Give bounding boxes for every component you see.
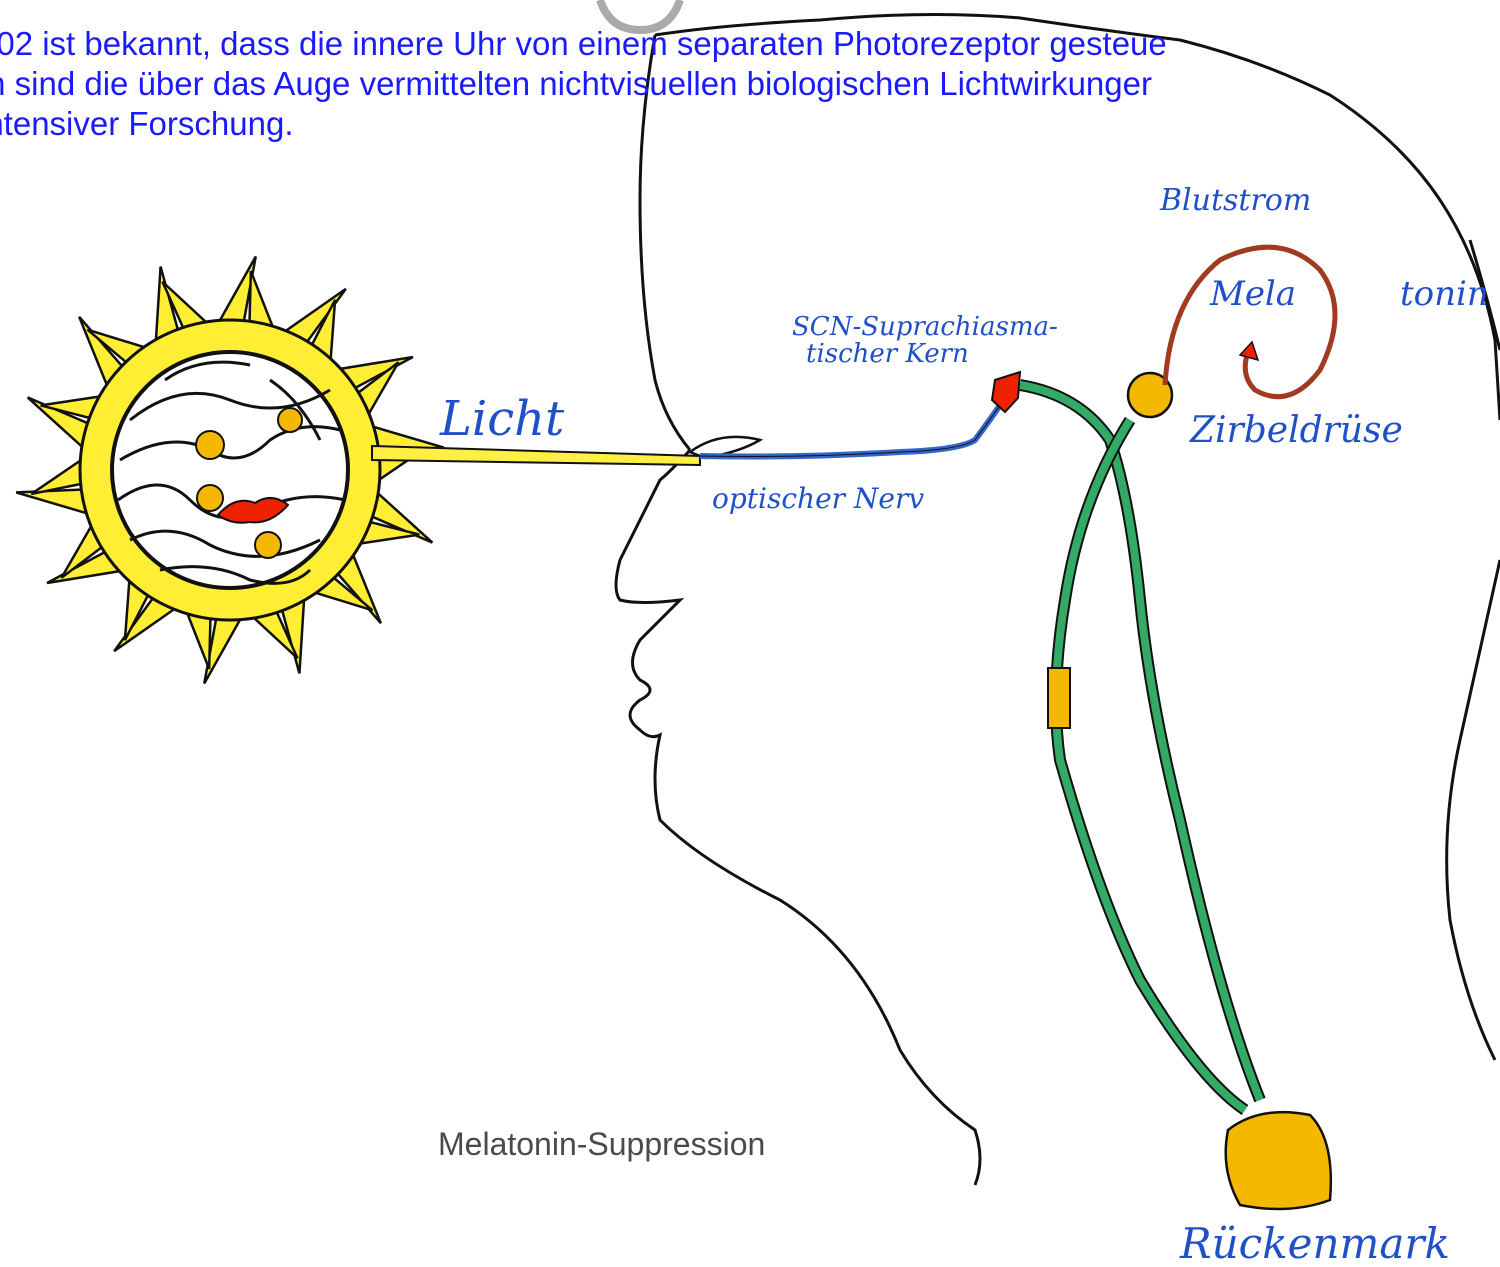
label-zirbeldruese: Zirbeldrüse: [1189, 410, 1403, 451]
face-profile: [616, 450, 980, 1185]
diagram-caption: Melatonin-Suppression: [438, 1126, 765, 1163]
label-rueckenmark: Rückenmark: [1179, 1219, 1450, 1267]
neck-outline: [1447, 560, 1500, 1060]
sun-ray: [31, 457, 85, 494]
sun: [16, 257, 444, 684]
label-blutstrom: Blutstrom: [1159, 183, 1311, 218]
nerve-fibers: [1020, 385, 1260, 1110]
label-scn-1: SCN-Suprachiasma-: [792, 312, 1058, 342]
intro-line-3: intensiver Forschung.: [0, 104, 1500, 144]
intro-line-2: m sind die über das Auge vermittelten ni…: [0, 64, 1500, 104]
spinal-cord: [1226, 1112, 1331, 1209]
label-scn-2: tischer Kern: [806, 339, 969, 369]
label-melatonin-right: tonin: [1400, 274, 1489, 314]
intro-text: 002 ist bekannt, dass die innere Uhr von…: [0, 24, 1500, 144]
label-licht: Licht: [439, 391, 565, 447]
melatonin-spiral: [1165, 247, 1335, 397]
light-beam: [372, 446, 700, 465]
intro-line-1: 002 ist bekannt, dass die innere Uhr von…: [0, 24, 1500, 64]
label-melatonin-left: Mela: [1209, 274, 1296, 314]
label-optischer-nerv: optischer Nerv: [712, 482, 924, 515]
ganglion: [1048, 668, 1070, 728]
melatonin-arrowhead: [1240, 342, 1258, 360]
